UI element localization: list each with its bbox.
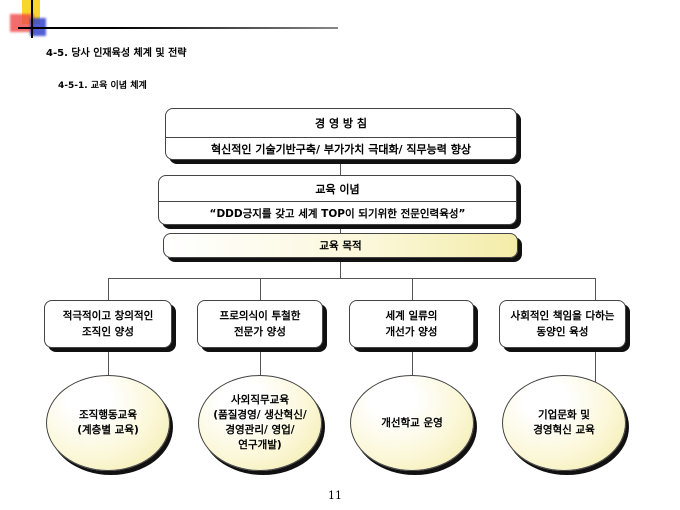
- policy-text: 혁신적인 기술기반구축/ 부가가치 극대화/ 직무능력 향상: [211, 143, 471, 156]
- program-line: 조직행동교육: [79, 409, 137, 421]
- program-line: 경영관리/ 영업/: [225, 424, 295, 436]
- education-purpose-box: 교육 목적: [163, 233, 518, 258]
- goal-line: 동양인 육성: [536, 326, 589, 338]
- program-line: (품질경영/ 생산혁신/: [213, 409, 307, 421]
- connector: [108, 278, 109, 468]
- connector: [412, 278, 413, 468]
- goal-line: 사회적인 책임을 다하는: [510, 310, 615, 322]
- education-ideology-box: 교육 이념 “DDD긍지를 갖고 세계 TOP이 되기위한 전문인력육성”: [158, 175, 517, 225]
- goal-line: 개선가 양성: [385, 326, 438, 338]
- program-ellipse: 조직행동교육 (계층별 교육): [46, 375, 170, 471]
- ideology-text: “DDD긍지를 갖고 세계 TOP이 되기위한 전문인력육성”: [209, 208, 466, 220]
- policy-title: 경 영 방 침: [166, 109, 516, 138]
- connector: [340, 160, 341, 176]
- purpose-title: 교육 목적: [319, 240, 362, 252]
- goal-line: 적극적이고 창의적인: [62, 310, 154, 322]
- program-line: 경영혁신 교육: [533, 424, 595, 436]
- program-line: 기업문화 및: [538, 409, 590, 421]
- connector: [340, 258, 341, 278]
- section-title: 4-5. 당사 인재육성 체계 및 전략: [46, 48, 187, 59]
- program-line: 사외직무교육: [231, 394, 289, 406]
- header-rule: [18, 27, 338, 29]
- page-number: 11: [328, 489, 342, 502]
- connector: [595, 278, 596, 468]
- branch-line: [108, 278, 596, 279]
- program-line: (계층별 교육): [77, 424, 139, 436]
- subsection-title: 4-5-1. 교육 이념 체계: [58, 81, 147, 91]
- connector: [340, 225, 341, 234]
- goal-line: 전문가 양성: [234, 326, 286, 338]
- goal-line: 조직인 양성: [82, 326, 134, 338]
- goal-line: 세계 일류의: [385, 310, 438, 322]
- goal-line: 프로의식이 투철한: [219, 310, 301, 322]
- program-line: 연구개발): [238, 439, 282, 451]
- program-line: 개선학교 운영: [381, 416, 443, 429]
- program-ellipse: 사외직무교육 (품질경영/ 생산혁신/경영관리/ 영업/연구개발): [198, 375, 322, 471]
- header-vertical-line: [31, 0, 33, 38]
- connector: [260, 278, 261, 468]
- program-ellipse: 개선학교 운영: [350, 375, 474, 471]
- ideology-title: 교육 이념: [159, 176, 516, 202]
- management-policy-box: 경 영 방 침 혁신적인 기술기반구축/ 부가가치 극대화/ 직무능력 향상: [165, 108, 517, 160]
